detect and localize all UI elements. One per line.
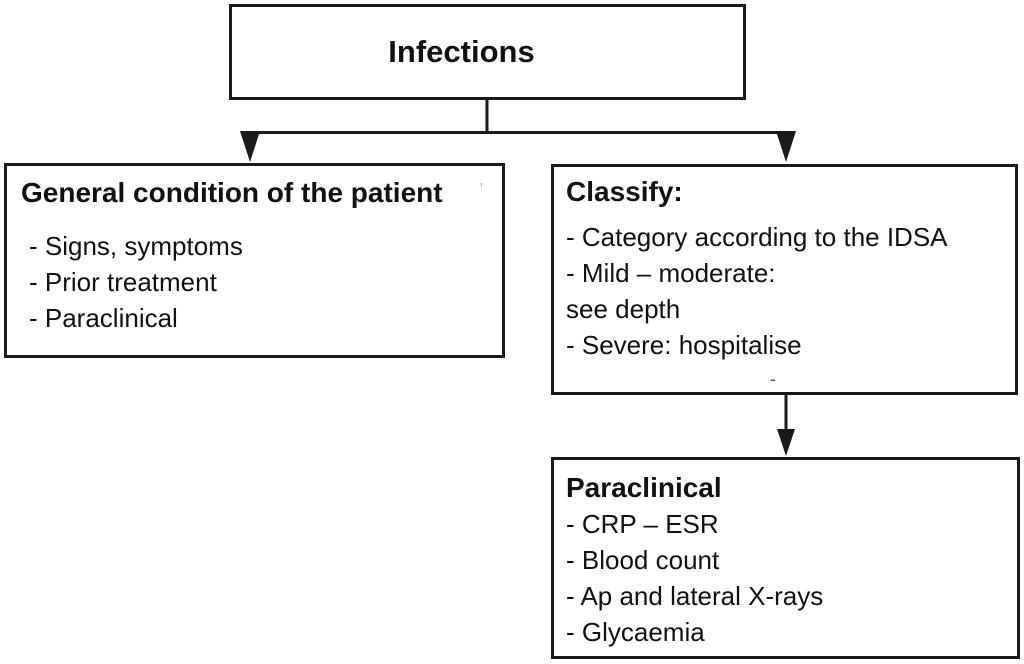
list-item: - Paraclinical <box>29 303 178 333</box>
list-item: - Signs, symptoms <box>29 231 243 261</box>
node-infections: Infections <box>229 4 746 100</box>
list-item: - Ap and lateral X-rays <box>566 581 824 611</box>
list-item: - Severe: hospitalise <box>566 330 802 360</box>
scan-artifact: - <box>770 369 776 389</box>
list-item: - Category according to the IDSA <box>566 222 948 252</box>
node-classify-list: - Category according to the IDSA - Mild … <box>566 219 1003 363</box>
node-classify-title: Classify: <box>566 176 683 207</box>
list-item: - Glycaemia <box>566 617 705 647</box>
arrowhead-to-general-icon <box>240 131 260 162</box>
list-item: - Blood count <box>566 545 720 575</box>
node-paraclinical-title: Paraclinical <box>566 472 722 503</box>
list-item: - Mild – moderate: <box>566 258 776 288</box>
list-item: - CRP – ESR <box>566 509 719 539</box>
list-item: see depth <box>566 294 681 324</box>
node-general-condition-list: - Signs, symptoms - Prior treatment - Pa… <box>21 228 488 336</box>
node-paraclinical-list: - CRP – ESR - Blood count - Ap and later… <box>566 506 1005 650</box>
node-paraclinical: Paraclinical - CRP – ESR - Blood count -… <box>551 457 1020 659</box>
node-infections-title: Infections <box>388 34 535 69</box>
arrowhead-to-paraclinical-icon <box>777 429 795 456</box>
node-general-condition: General condition of the patient - Signs… <box>4 163 505 358</box>
scan-artifact: ' <box>480 180 483 197</box>
node-classify: Classify: - Category according to the ID… <box>551 164 1018 395</box>
node-general-condition-title: General condition of the patient <box>21 177 443 208</box>
list-item: - Prior treatment <box>29 267 217 297</box>
arrowhead-to-classify-icon <box>776 131 796 162</box>
